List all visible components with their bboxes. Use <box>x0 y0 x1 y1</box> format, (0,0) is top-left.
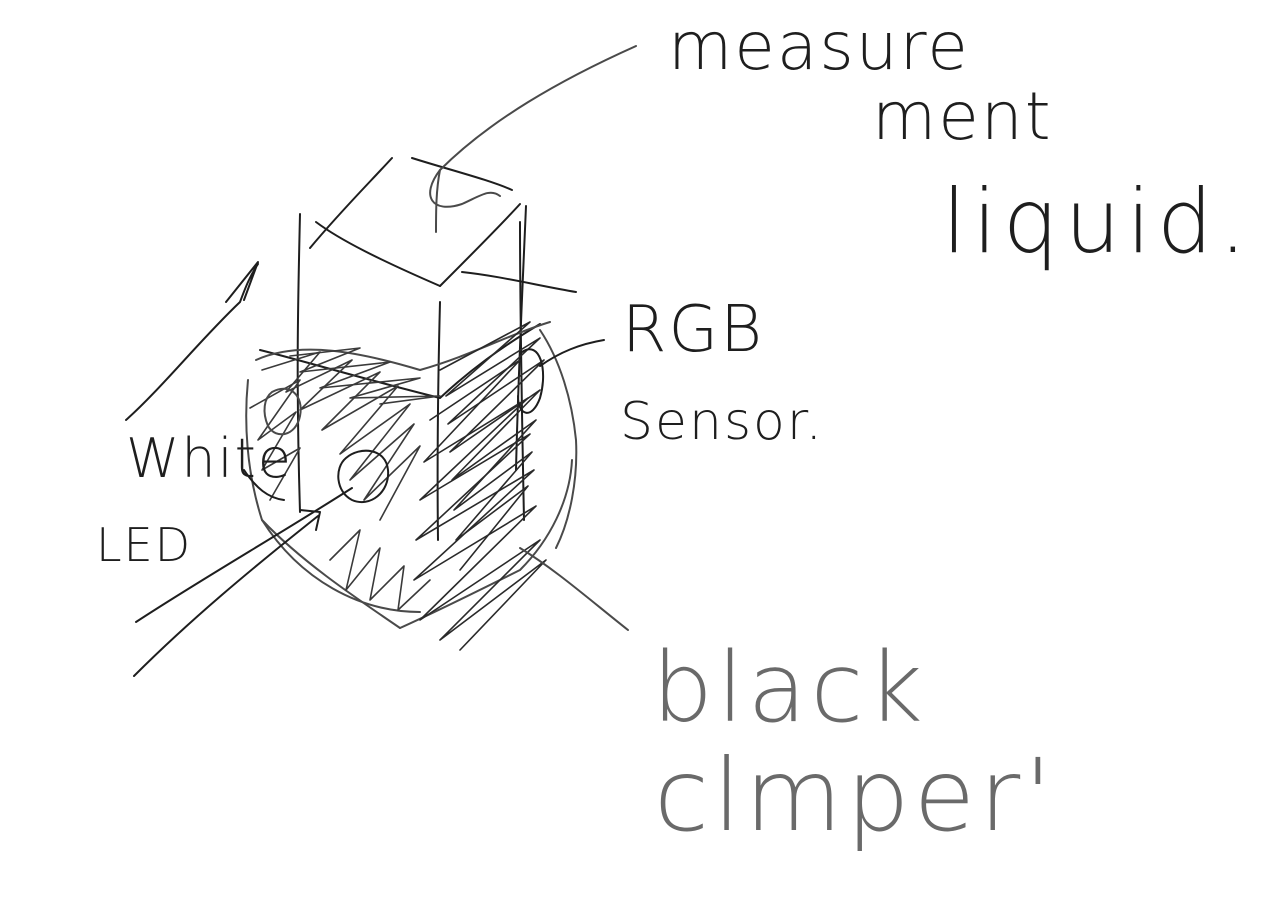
cuvette-left-wall <box>296 213 301 513</box>
cuvette-top-left-edge <box>309 157 393 249</box>
leader-lines <box>125 45 637 677</box>
cuvette-rim-right <box>461 271 577 293</box>
shading-scribble-led-area <box>249 379 301 501</box>
label-clmper: clmper' <box>654 737 1056 854</box>
cuvette-top-back-edge <box>411 157 513 191</box>
cuvette-top-front-right-edge <box>439 203 521 287</box>
black-clamper-arrow <box>519 547 629 631</box>
liquid-left-arrow <box>125 261 259 421</box>
label-sensor: Sensor. <box>620 392 824 452</box>
measurement-arrow-tail <box>435 169 441 233</box>
black-clamper <box>245 321 578 651</box>
rgb-sensor-loop <box>517 348 545 414</box>
clamper-outer-bottom <box>399 459 573 629</box>
label-liquid: liquid. <box>942 170 1253 273</box>
shading-scribble-right-2 <box>413 359 547 651</box>
label-measurement-line2: ment <box>872 78 1053 155</box>
cuvette <box>259 157 577 541</box>
led-small-loop <box>263 387 302 436</box>
liquid-surface-line <box>259 323 541 399</box>
white-led-arrow-2 <box>133 509 321 677</box>
label-black: black <box>652 632 927 744</box>
clamper-outer-right <box>539 329 578 549</box>
shading-scribble-top <box>289 347 441 405</box>
shading-scribble-left <box>261 351 421 521</box>
cuvette-inner-right-wall <box>519 221 525 521</box>
clamper-outer-left <box>245 379 401 629</box>
clamper-front-arc <box>261 519 421 613</box>
label-white: White <box>126 427 294 490</box>
label-led: LED <box>96 518 193 572</box>
white-led-arrow-1 <box>135 487 353 623</box>
shading-scribble-bottom <box>329 529 431 611</box>
label-measurement-line1: measure <box>668 8 970 85</box>
white-led-pointer <box>243 469 285 501</box>
cuvette-center-wall <box>436 301 441 541</box>
label-rgb: RGB <box>622 293 764 367</box>
led-circle <box>337 449 390 503</box>
shading-scribble-right-1 <box>439 321 545 571</box>
measurement-arrow <box>429 45 637 208</box>
led-elements <box>263 387 390 503</box>
clamper-top-edge <box>255 321 551 371</box>
cuvette-top-front-left-edge <box>315 221 441 287</box>
rgb-sensor-arrow <box>539 339 605 367</box>
